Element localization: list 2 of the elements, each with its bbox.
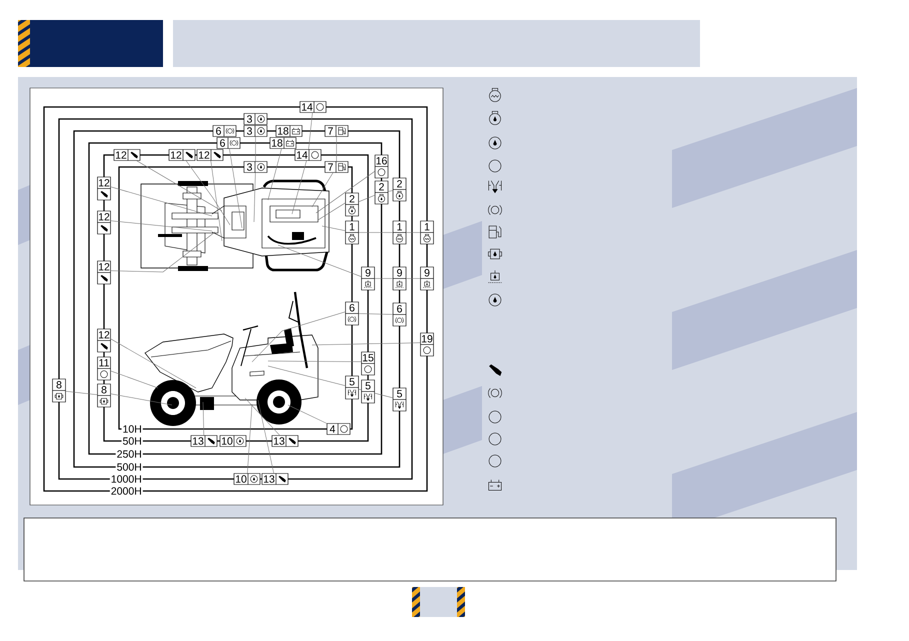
- interval-label: 50H: [122, 436, 143, 446]
- interval-label: 10H: [122, 424, 143, 434]
